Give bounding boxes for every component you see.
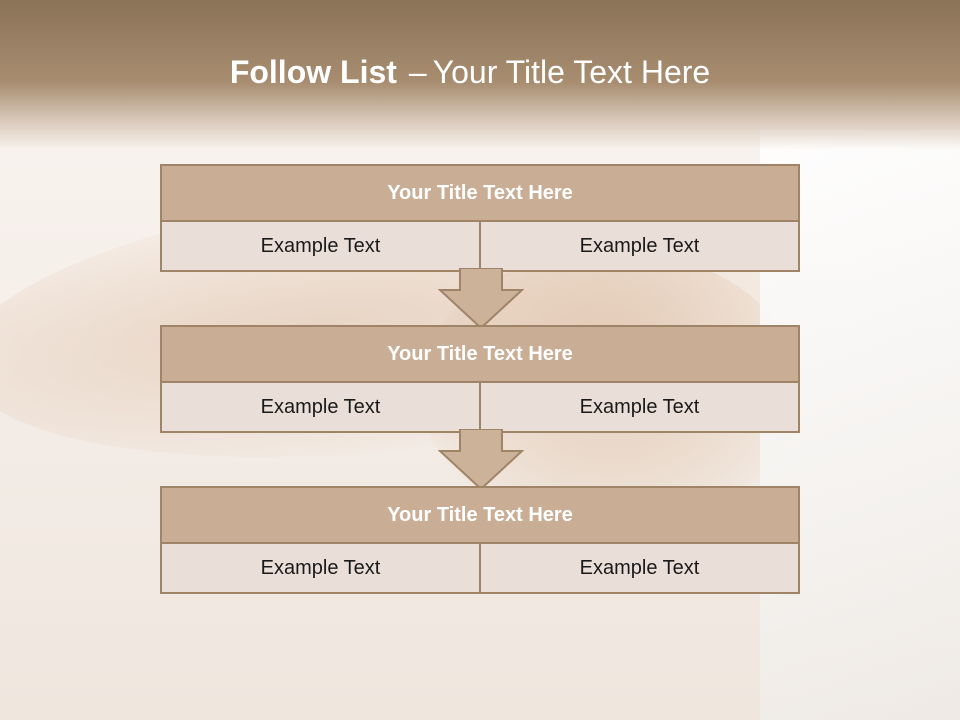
block-cell-right: Example Text <box>479 544 798 592</box>
list-block-3: Your Title Text Here Example Text Exampl… <box>160 486 800 594</box>
block-row: Example Text Example Text <box>162 383 798 431</box>
title-bold: Follow List <box>229 54 397 90</box>
block-cell-left: Example Text <box>260 556 381 579</box>
block-heading: Your Title Text Here <box>162 166 798 222</box>
down-arrow-icon <box>438 429 524 491</box>
block-heading: Your Title Text Here <box>162 488 798 544</box>
header-band <box>0 0 960 150</box>
list-block-1: Your Title Text Here Example Text Exampl… <box>160 164 800 272</box>
title-separator: – <box>408 54 427 90</box>
block-cell-left: Example Text <box>260 395 381 418</box>
list-block-2: Your Title Text Here Example Text Exampl… <box>160 325 800 433</box>
down-arrow-icon <box>438 268 524 330</box>
title-rest: Your Title Text Here <box>432 54 711 90</box>
block-heading: Your Title Text Here <box>162 327 798 383</box>
block-cell-right: Example Text <box>479 222 798 270</box>
block-row: Example Text Example Text <box>162 544 798 592</box>
slide-title: Follow List–Your Title Text Here <box>0 54 940 91</box>
block-cell-right: Example Text <box>479 383 798 431</box>
block-row: Example Text Example Text <box>162 222 798 270</box>
block-cell-left: Example Text <box>260 234 381 257</box>
